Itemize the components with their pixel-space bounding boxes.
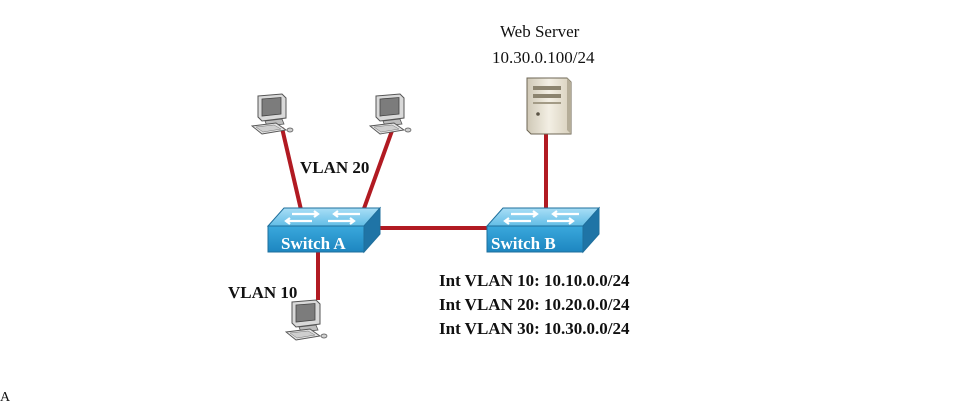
pc-icon (285, 299, 328, 341)
link-pc2-switch-a (360, 127, 395, 215)
interface-vlan30: Int VLAN 30: 10.30.0.0/24 (439, 319, 630, 338)
pc-icon (369, 93, 412, 135)
link-pc1-switch-a (280, 127, 304, 215)
server-icon (526, 77, 572, 135)
stray-character: A (0, 390, 11, 405)
vlan20-label: VLAN 20 (300, 158, 370, 177)
interface-list: Int VLAN 10: 10.10.0.0/24 Int VLAN 20: 1… (439, 269, 629, 341)
switch-a-label: Switch A (281, 234, 346, 253)
switch-b-icon (485, 206, 601, 254)
links (280, 127, 548, 300)
switch-a-icon (266, 206, 382, 254)
pc-icon (251, 93, 294, 135)
switch-b-label: Switch B (491, 234, 556, 253)
server-title: Web Server (500, 22, 580, 41)
interface-vlan20: Int VLAN 20: 10.20.0.0/24 (439, 295, 630, 314)
server-ip: 10.30.0.100/24 (492, 48, 595, 67)
interface-vlan10: Int VLAN 10: 10.10.0.0/24 (439, 271, 630, 290)
vlan10-label: VLAN 10 (228, 283, 298, 302)
